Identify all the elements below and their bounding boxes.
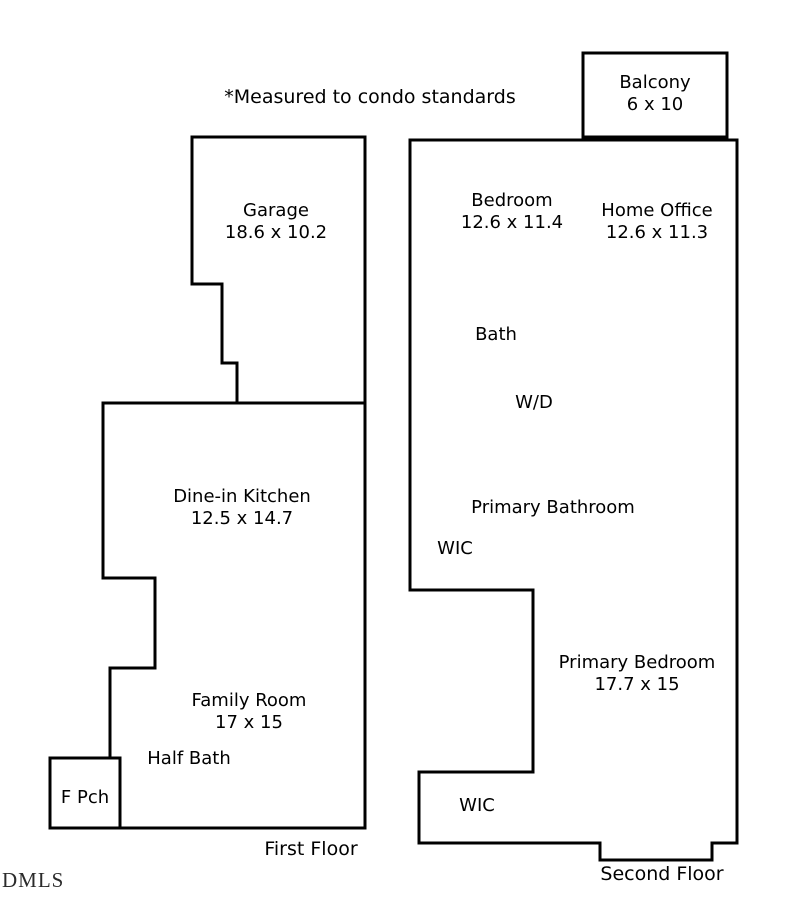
room-label-primary-bedroom: Primary Bedroom 17.7 x 15	[559, 652, 716, 696]
room-name: Dine-in Kitchen	[173, 486, 311, 507]
room-label-half-bath: Half Bath	[147, 748, 230, 770]
room-dims: 18.6 x 10.2	[224, 222, 328, 243]
room-name: WIC	[459, 795, 495, 816]
room-label-family-room: Family Room 17 x 15	[192, 690, 307, 734]
second-floor-outline	[408, 138, 739, 862]
room-label-primary-bathroom: Primary Bathroom	[471, 497, 635, 519]
room-name: Primary Bedroom	[558, 652, 716, 673]
room-name: W/D	[515, 392, 553, 413]
balcony-outline	[581, 51, 729, 139]
room-dims: 17 x 15	[215, 712, 283, 733]
room-name: F Pch	[60, 787, 110, 808]
first-floor-title: First Floor	[264, 838, 358, 860]
room-label-front-porch: F Pch	[61, 787, 109, 809]
room-label-wic-upper: WIC	[437, 538, 473, 560]
measurement-note: *Measured to condo standards	[224, 86, 516, 108]
room-name: Half Bath	[147, 748, 231, 769]
room-name: Family Room	[191, 690, 307, 711]
room-label-garage: Garage 18.6 x 10.2	[225, 200, 327, 244]
room-dims: 6 x 10	[626, 94, 684, 115]
room-label-bedroom: Bedroom 12.6 x 11.4	[461, 190, 563, 234]
mls-watermark: DMLS	[2, 868, 65, 892]
room-name: Primary Bathroom	[471, 497, 635, 518]
room-name: Home Office	[601, 200, 713, 221]
garage-outline	[190, 135, 367, 405]
room-label-bath: Bath	[475, 324, 517, 346]
room-name: Bath	[475, 324, 517, 345]
first-floor-outline	[101, 401, 367, 830]
room-name: WIC	[437, 538, 473, 559]
room-name: Garage	[243, 200, 309, 221]
room-dims: 12.5 x 14.7	[190, 508, 294, 529]
room-label-wic-lower: WIC	[459, 795, 495, 817]
room-label-kitchen: Dine-in Kitchen 12.5 x 14.7	[173, 486, 311, 530]
room-dims: 12.6 x 11.4	[460, 212, 564, 233]
room-name: Bedroom	[471, 190, 553, 211]
room-dims: 12.6 x 11.3	[605, 222, 709, 243]
front-porch-outline	[48, 756, 122, 830]
second-floor-title: Second Floor	[600, 863, 724, 885]
room-label-washer-dryer: W/D	[515, 392, 553, 414]
room-name: Balcony	[619, 72, 691, 93]
room-label-home-office: Home Office 12.6 x 11.3	[601, 200, 712, 244]
room-dims: 17.7 x 15	[594, 674, 680, 695]
room-label-balcony: Balcony 6 x 10	[619, 72, 690, 116]
